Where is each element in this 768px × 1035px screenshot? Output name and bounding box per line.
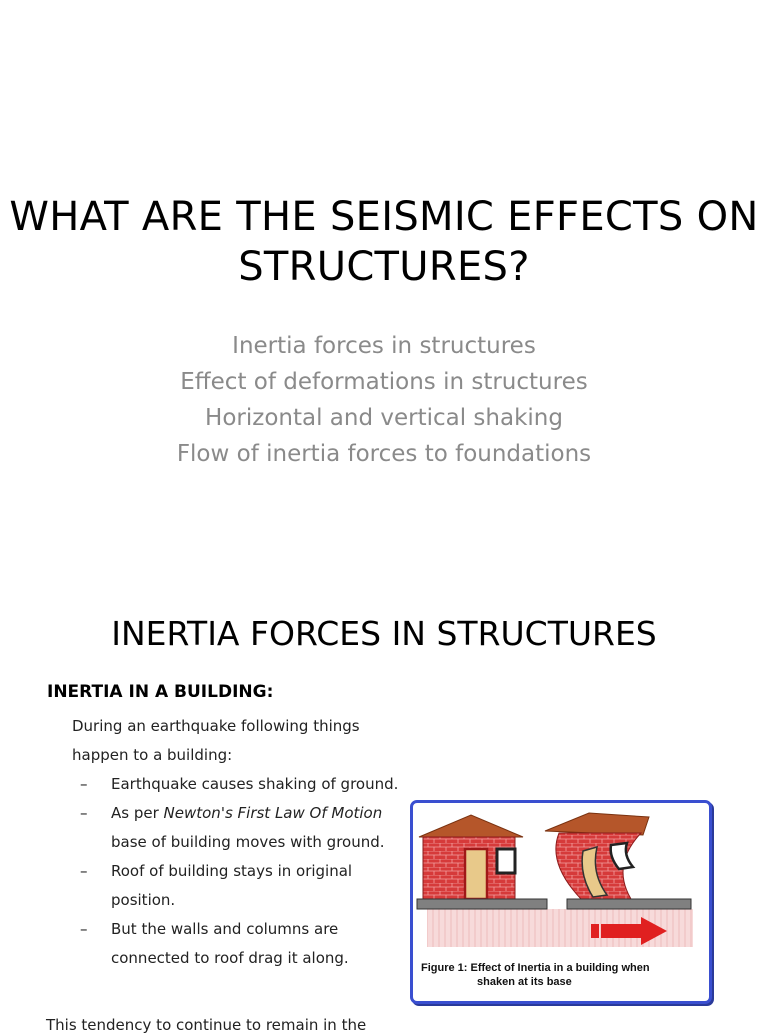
- building-at-rest: [416, 814, 548, 910]
- bullet-dash: –: [80, 862, 88, 880]
- foundation: [566, 898, 692, 910]
- door: [463, 847, 489, 901]
- slide-2: INERTIA FORCES IN STRUCTURES INERTIA IN …: [0, 560, 768, 1034]
- subtopic-item: Effect of deformations in structures: [180, 369, 588, 395]
- bullet-item: – As per Newton's First Law Of Motion ba…: [80, 799, 402, 857]
- slide-1: WHAT ARE THE SEISMIC EFFECTS ON STRUCTUR…: [0, 194, 768, 472]
- section-heading: INERTIA IN A BUILDING:: [47, 682, 274, 702]
- building-deformed: [544, 812, 692, 910]
- window: [609, 841, 636, 871]
- figure-caption: Figure 1: Effect of Inertia in a buildin…: [421, 961, 701, 989]
- bullet-item: – Earthquake causes shaking of ground.: [80, 770, 402, 799]
- bullet-dash: –: [80, 920, 88, 938]
- building-illustration: [416, 812, 693, 947]
- slide-title: WHAT ARE THE SEISMIC EFFECTS ON STRUCTUR…: [9, 194, 759, 290]
- bullet-text-prefix: As per: [111, 804, 164, 822]
- caption-line-1: Figure 1: Effect of Inertia in a buildin…: [421, 962, 650, 974]
- slide-title: INERTIA FORCES IN STRUCTURES: [111, 614, 657, 653]
- bullet-text: Earthquake causes shaking of ground.: [111, 775, 399, 793]
- inertia-figure: Figure 1: Effect of Inertia in a buildin…: [410, 800, 712, 1004]
- caption-line-2: shaken at its base: [477, 976, 572, 988]
- body-text: During an earthquake following things ha…: [72, 712, 402, 973]
- subtopic-item: Inertia forces in structures: [232, 333, 536, 359]
- bullet-item: – But the walls and columns are connecte…: [80, 915, 402, 973]
- foundation: [416, 898, 548, 910]
- intro-text: During an earthquake following things ha…: [72, 717, 360, 764]
- window: [495, 847, 517, 875]
- roof: [544, 812, 650, 836]
- bullet-dash: –: [80, 804, 88, 822]
- door: [581, 845, 609, 898]
- subtopic-item: Flow of inertia forces to foundations: [176, 441, 592, 467]
- bullet-text: Roof of building stays in original posit…: [111, 862, 353, 909]
- roof: [418, 814, 524, 838]
- bullet-dash: –: [80, 775, 88, 793]
- bullet-item: – Roof of building stays in original pos…: [80, 857, 402, 915]
- arrow-right-icon: [591, 917, 667, 945]
- bullet-text-suffix: base of building moves with ground.: [111, 833, 385, 851]
- subtopic-list: Inertia forces in structures Effect of d…: [0, 328, 768, 472]
- bullet-text: But the walls and columns are connected …: [111, 920, 349, 967]
- law-name: Newton's First Law Of Motion: [163, 804, 383, 822]
- subtopic-item: Horizontal and vertical shaking: [205, 405, 563, 431]
- paragraph-cut-off: This tendency to continue to remain in t…: [46, 1016, 367, 1034]
